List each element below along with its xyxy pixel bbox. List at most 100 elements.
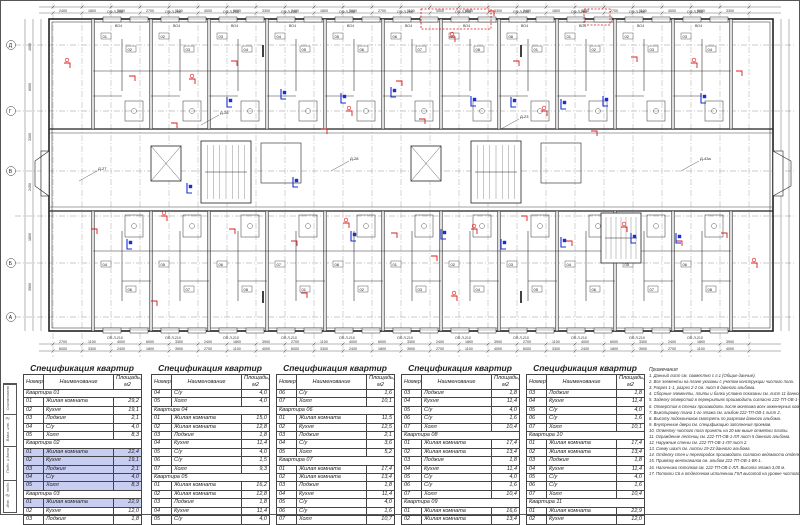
vent-mark — [736, 70, 743, 76]
room-number: 03 — [151, 431, 172, 441]
room-area: 17,4 — [616, 439, 645, 449]
note-item: 3. Разрез 1-1, разрез 2-2 см. лист 8 дан… — [649, 385, 756, 391]
party-wall — [497, 210, 501, 332]
plumbing-riser — [472, 97, 477, 102]
window — [593, 16, 613, 23]
room-number: 07 — [276, 397, 297, 407]
dimension-value: 4000 — [204, 9, 212, 13]
room-name: Лоджия — [421, 388, 492, 399]
dimension-value: 6000 — [378, 340, 386, 344]
dimension-value: 3900 — [639, 347, 647, 351]
window-tag: ОП.Л-210 — [223, 336, 239, 340]
room-name: С/у — [546, 481, 617, 491]
dimension-tick — [544, 5, 548, 9]
dimension-tick — [167, 342, 171, 346]
room-name: Кухня — [546, 464, 617, 475]
vent-mark — [451, 295, 458, 301]
plumbing-riser — [442, 230, 447, 235]
vent-node — [64, 57, 70, 63]
room-area: 16,6 — [491, 506, 520, 517]
unit-tag: ВО4 — [463, 24, 470, 28]
window-tag: ОП.Л-208 — [339, 10, 355, 14]
room-tag — [100, 260, 112, 268]
room-tag-text: 04 — [708, 47, 713, 52]
vent-mark — [591, 130, 598, 136]
room-tag-text: 08 — [476, 47, 481, 52]
room-number: 04 — [151, 506, 172, 517]
room-tag-text: 06 — [393, 34, 398, 39]
room-number: 02 — [401, 515, 422, 525]
spec-group-row: Квартира 01 — [23, 388, 142, 399]
window — [709, 327, 729, 334]
room-area: 12,0 — [113, 506, 142, 517]
room-name: Жилая комната — [171, 422, 242, 433]
room-name: Жилая комната — [421, 506, 492, 517]
window — [682, 327, 702, 334]
apartment-label: Квартира 07 — [276, 456, 395, 466]
dimension-tick — [312, 5, 316, 9]
spec-title: Спецификация квартир — [283, 363, 387, 373]
window-tag: ОП.Л-208 — [629, 10, 645, 14]
dimension-value: 6000 — [146, 340, 154, 344]
room-name: Жилая комната — [546, 506, 617, 517]
room-name: Лоджия — [43, 515, 114, 525]
window-tag: ОП.Л-210 — [687, 336, 703, 340]
room-name: С/у — [171, 456, 242, 466]
spec-header: Наименование — [546, 374, 617, 390]
room-tag-text: 06 — [219, 262, 224, 267]
note-item: 11. Ограждение лестниц см. 222-ТП-ОВ-1-Л… — [649, 434, 791, 440]
bathroom — [124, 214, 144, 238]
notes-heading: Примечания — [649, 367, 678, 373]
bay — [40, 150, 50, 197]
window — [624, 16, 644, 23]
room-tag-text: 08 — [708, 287, 713, 292]
room-number: 03 — [151, 498, 172, 508]
window — [276, 327, 296, 334]
dimension-tick — [428, 5, 432, 9]
dimension-tick — [631, 342, 635, 346]
room-number: 06 — [401, 481, 422, 491]
room-area: 4,0 — [616, 473, 645, 483]
room-name: Жилая комната — [546, 439, 617, 449]
dimension-tick — [51, 349, 55, 353]
spec-group-row: Квартира 06 — [276, 405, 395, 416]
bathroom — [298, 214, 318, 238]
room-tag — [622, 32, 634, 40]
window-tag: ОП.Л-210 — [165, 336, 181, 340]
bathroom — [124, 100, 144, 122]
dimension-value: 3300 — [494, 9, 502, 13]
note-item: 14. Отделку стен и перегородок производи… — [649, 452, 799, 458]
dimension-tick — [80, 5, 84, 9]
window — [187, 327, 207, 334]
spec-title: Спецификация квартир — [158, 363, 262, 373]
room-tag — [506, 32, 518, 40]
window — [334, 16, 354, 23]
plumbing-riser — [188, 184, 193, 189]
room-area: 1,6 — [366, 388, 395, 399]
fixture — [363, 223, 369, 229]
room-number: 03 — [276, 481, 297, 491]
dimension-value: 3300 — [407, 340, 415, 344]
window — [218, 16, 238, 23]
room-tag-text: 03 — [186, 47, 191, 52]
room-area: 10,7 — [366, 515, 395, 525]
room-tag-text: 01 — [393, 262, 398, 267]
room-area: 15,0 — [241, 414, 270, 424]
window — [566, 16, 586, 23]
callout-text: Д-27 — [98, 166, 107, 171]
dimension-tick — [254, 349, 258, 353]
vent-mark — [513, 60, 520, 66]
spec-header: Наименование — [421, 374, 492, 390]
window — [535, 16, 555, 23]
window — [245, 327, 265, 334]
dimension-value: 1100 — [233, 347, 241, 351]
